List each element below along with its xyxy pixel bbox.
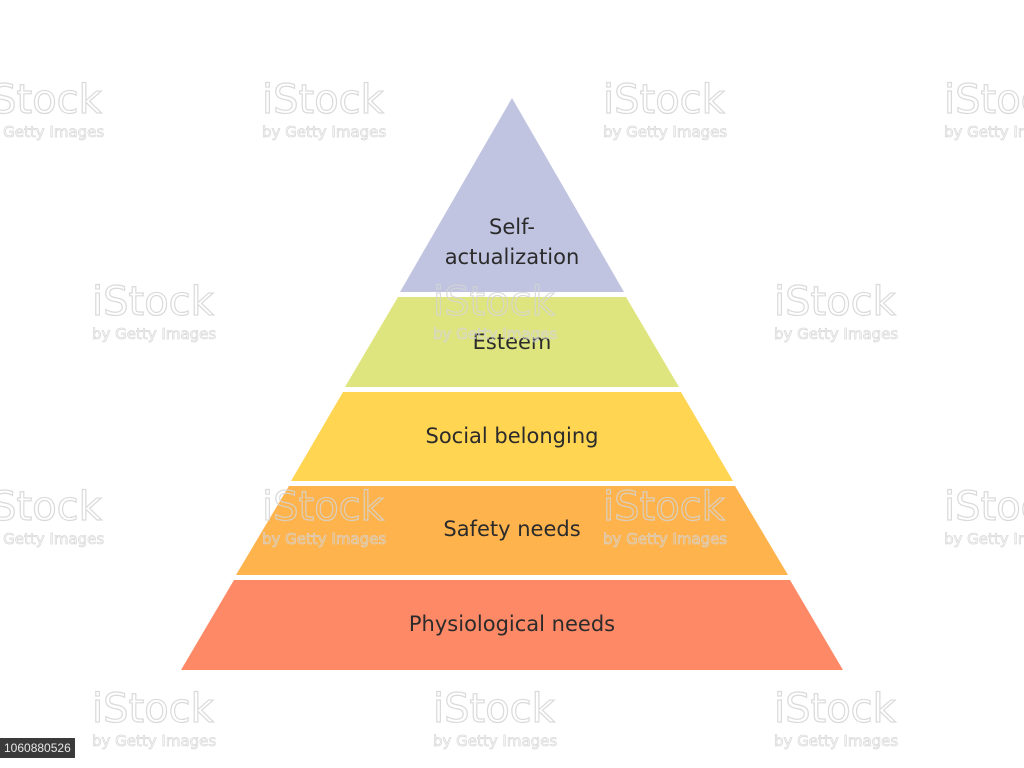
watermark: iStock by Getty Images xyxy=(0,76,105,141)
watermark-byline: by Getty Images xyxy=(774,325,898,343)
watermark-brand: iStock xyxy=(774,686,897,732)
level-shape-social-belonging xyxy=(291,392,733,481)
watermark: iStock by Getty Images xyxy=(943,483,1024,548)
watermark-byline: by Getty Images xyxy=(433,325,557,343)
watermark: iStock by Getty Images xyxy=(773,685,898,750)
watermark-byline: by Getty Images xyxy=(0,530,104,548)
watermark-byline: by Getty Images xyxy=(603,123,727,141)
watermark-brand: iStock xyxy=(262,77,385,123)
watermark: iStock by Getty Images xyxy=(0,483,105,548)
watermark-brand: iStock xyxy=(774,279,897,325)
level-safety-needs: Safety needs xyxy=(236,486,788,575)
watermark-brand: iStock xyxy=(262,484,385,530)
watermark-byline: by Getty Images xyxy=(603,530,727,548)
watermark: iStock by Getty Images xyxy=(432,278,557,343)
watermark: iStock by Getty Images xyxy=(91,685,216,750)
watermark-byline: by Getty Images xyxy=(0,123,104,141)
watermark-byline: by Getty Images xyxy=(774,732,898,750)
watermark-brand: iStock xyxy=(0,77,103,123)
level-shape-safety-needs xyxy=(236,486,788,575)
watermark-brand: iStock xyxy=(433,686,556,732)
watermark-brand: iStock xyxy=(433,279,556,325)
watermark-byline: by Getty Images xyxy=(262,530,386,548)
level-label-social-belonging: Social belonging xyxy=(426,424,599,448)
level-esteem: Esteem xyxy=(345,297,679,387)
watermark: iStock by Getty Images xyxy=(602,483,727,548)
level-label-esteem: Esteem xyxy=(473,330,552,354)
watermark-brand: iStock xyxy=(603,484,726,530)
level-self-actualization: Self- actualization xyxy=(400,98,624,292)
level-label-physiological-needs: Physiological needs xyxy=(409,612,615,636)
watermark: iStock by Getty Images xyxy=(773,278,898,343)
watermark-brand: iStock xyxy=(944,484,1024,530)
watermark-byline: by Getty Images xyxy=(944,123,1024,141)
level-physiological-needs: Physiological needs xyxy=(181,580,843,670)
watermark: iStock by Getty Images xyxy=(261,76,386,141)
watermark-brand: iStock xyxy=(92,686,215,732)
watermark-byline: by Getty Images xyxy=(944,530,1024,548)
watermark: iStock by Getty Images xyxy=(432,685,557,750)
watermark-grid: iStock by Getty Images iStock by Getty I… xyxy=(0,76,1024,750)
level-label-self-actualization-line-1: Self- xyxy=(489,215,535,239)
image-id-badge: 1060880526 xyxy=(0,738,75,758)
level-social-belonging: Social belonging xyxy=(291,392,733,481)
level-label-safety-needs: Safety needs xyxy=(443,517,580,541)
watermark-byline: by Getty Images xyxy=(433,732,557,750)
watermark-brand: iStock xyxy=(603,77,726,123)
watermark-brand: iStock xyxy=(92,279,215,325)
watermark-byline: by Getty Images xyxy=(262,123,386,141)
watermark: iStock by Getty Images xyxy=(602,76,727,141)
level-label-self-actualization-line-2: actualization xyxy=(445,245,580,269)
level-shape-physiological-needs xyxy=(181,580,843,670)
level-shape-esteem xyxy=(345,297,679,387)
watermark: iStock by Getty Images xyxy=(261,483,386,548)
watermark-byline: by Getty Images xyxy=(92,732,216,750)
watermark: iStock by Getty Images xyxy=(943,76,1024,141)
watermark-byline: by Getty Images xyxy=(92,325,216,343)
watermark-brand: iStock xyxy=(944,77,1024,123)
pyramid-levels: Self- actualization Esteem Social belong… xyxy=(181,98,843,670)
watermark: iStock by Getty Images xyxy=(91,278,216,343)
level-shape-self-actualization xyxy=(400,98,624,292)
watermark-brand: iStock xyxy=(0,484,103,530)
